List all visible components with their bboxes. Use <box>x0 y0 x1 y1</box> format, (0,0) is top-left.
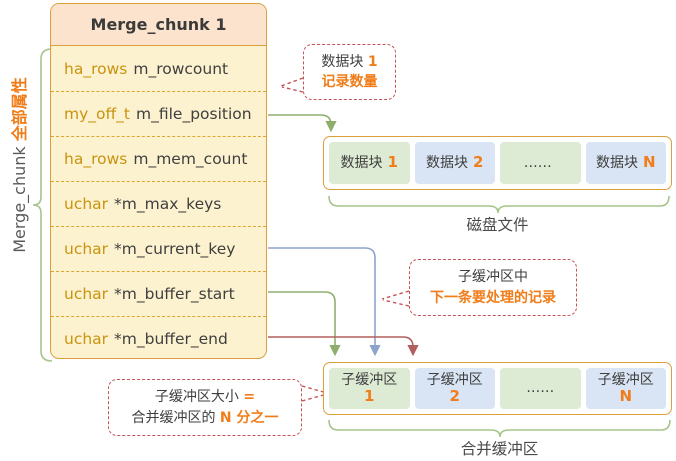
sub-buffer-n: 子缓冲区 N <box>585 368 666 409</box>
callout-text: 子缓冲区大小 <box>154 389 244 406</box>
sub-buffer-ellipsis: …… <box>500 368 581 409</box>
field-type: uchar <box>64 240 109 258</box>
callout-currentkey-tail <box>381 290 410 307</box>
block-number: 1 <box>387 153 398 172</box>
callout-line: 子缓冲区大小 = <box>155 387 255 407</box>
callout-line: 合并缓冲区的 N 分之一 <box>131 408 278 428</box>
field-m-buffer-end: uchar *m_buffer_end <box>51 316 266 358</box>
struct-attributes-side-label: Merge_chunk 全部属性 <box>6 55 30 275</box>
field-type: uchar <box>64 330 109 348</box>
data-block-ellipsis: …… <box>500 142 581 184</box>
callout-line: 子缓冲区中 <box>458 269 528 286</box>
callout-rowcount-tail <box>280 77 304 93</box>
block-label: …… <box>526 380 555 397</box>
block-label: 子缓冲区 <box>341 371 398 388</box>
callout-accent: N 分之一 <box>219 409 279 426</box>
block-number: 1 <box>364 386 375 405</box>
field-name: m_mem_count <box>133 150 248 168</box>
block-number: 2 <box>473 153 484 172</box>
merge-buffer-caption: 合并缓冲区 <box>460 440 539 458</box>
block-label: 数据块 <box>426 155 469 172</box>
field-name: *m_buffer_end <box>114 330 228 348</box>
block-number: N <box>642 153 656 172</box>
field-type: ha_rows <box>64 59 128 78</box>
merge-buffer-container: 子缓冲区 1 子缓冲区 2 …… 子缓冲区 N <box>323 362 672 415</box>
struct-title: Merge_chunk 1 <box>51 4 266 46</box>
side-label-prefix: Merge_chunk <box>10 141 29 253</box>
field-type: uchar <box>64 195 109 213</box>
sub-buffer-2: 子缓冲区 2 <box>414 368 495 409</box>
arrow-buffer-end <box>268 336 419 357</box>
callout-current-key: 子缓冲区中 下一条要处理的记录 <box>409 259 577 316</box>
block-number: N <box>619 386 633 405</box>
callout-rowcount: 数据块 1 记录数量 <box>303 44 396 100</box>
arrow-file-position <box>268 114 337 133</box>
field-m-rowcount: ha_rows m_rowcount <box>51 46 266 91</box>
block-label: …… <box>523 155 552 172</box>
callout-accent: = <box>243 389 256 406</box>
block-label: 子缓冲区 <box>597 371 654 388</box>
field-type: uchar <box>64 285 109 303</box>
field-name: *m_buffer_start <box>114 285 235 303</box>
disk-file-brace <box>328 195 670 214</box>
field-m-mem-count: ha_rows m_mem_count <box>51 136 266 181</box>
callout-line: 数据块 1 <box>321 52 377 72</box>
field-name: m_file_position <box>136 105 252 123</box>
field-type: my_off_t <box>64 105 131 123</box>
field-name: *m_current_key <box>114 240 236 258</box>
callout-buffer-size: 子缓冲区大小 = 合并缓冲区的 N 分之一 <box>108 379 302 436</box>
block-number: 2 <box>449 386 460 405</box>
callout-text: 数据块 <box>321 53 368 70</box>
block-label: 数据块 <box>595 155 638 172</box>
block-label: 数据块 <box>340 155 383 172</box>
field-name: *m_max_keys <box>114 195 222 213</box>
arrow-current-key <box>268 247 381 357</box>
callout-text: 合并缓冲区的 <box>131 409 220 426</box>
callout-line: 记录数量 <box>321 74 378 90</box>
field-m-current-key: uchar *m_current_key <box>51 226 266 271</box>
field-type: ha_rows <box>64 150 128 168</box>
side-label-highlight: 全部属性 <box>10 77 29 142</box>
callout-line: 下一条要处理的记录 <box>430 289 556 306</box>
field-m-max-keys: uchar *m_max_keys <box>51 181 266 226</box>
sub-buffer-1: 子缓冲区 1 <box>329 368 410 409</box>
field-m-buffer-start: uchar *m_buffer_start <box>51 271 266 316</box>
block-label: 子缓冲区 <box>426 371 483 388</box>
field-name: m_rowcount <box>133 59 229 78</box>
field-m-file-position: my_off_t m_file_position <box>51 91 266 136</box>
arrow-buffer-start <box>268 291 341 357</box>
merge-buffer-brace <box>328 419 671 438</box>
disk-file-caption: 磁盘文件 <box>466 216 529 234</box>
callout-accent: 1 <box>367 53 378 70</box>
merge-chunk-struct: Merge_chunk 1 ha_rows m_rowcount my_off_… <box>50 3 267 359</box>
